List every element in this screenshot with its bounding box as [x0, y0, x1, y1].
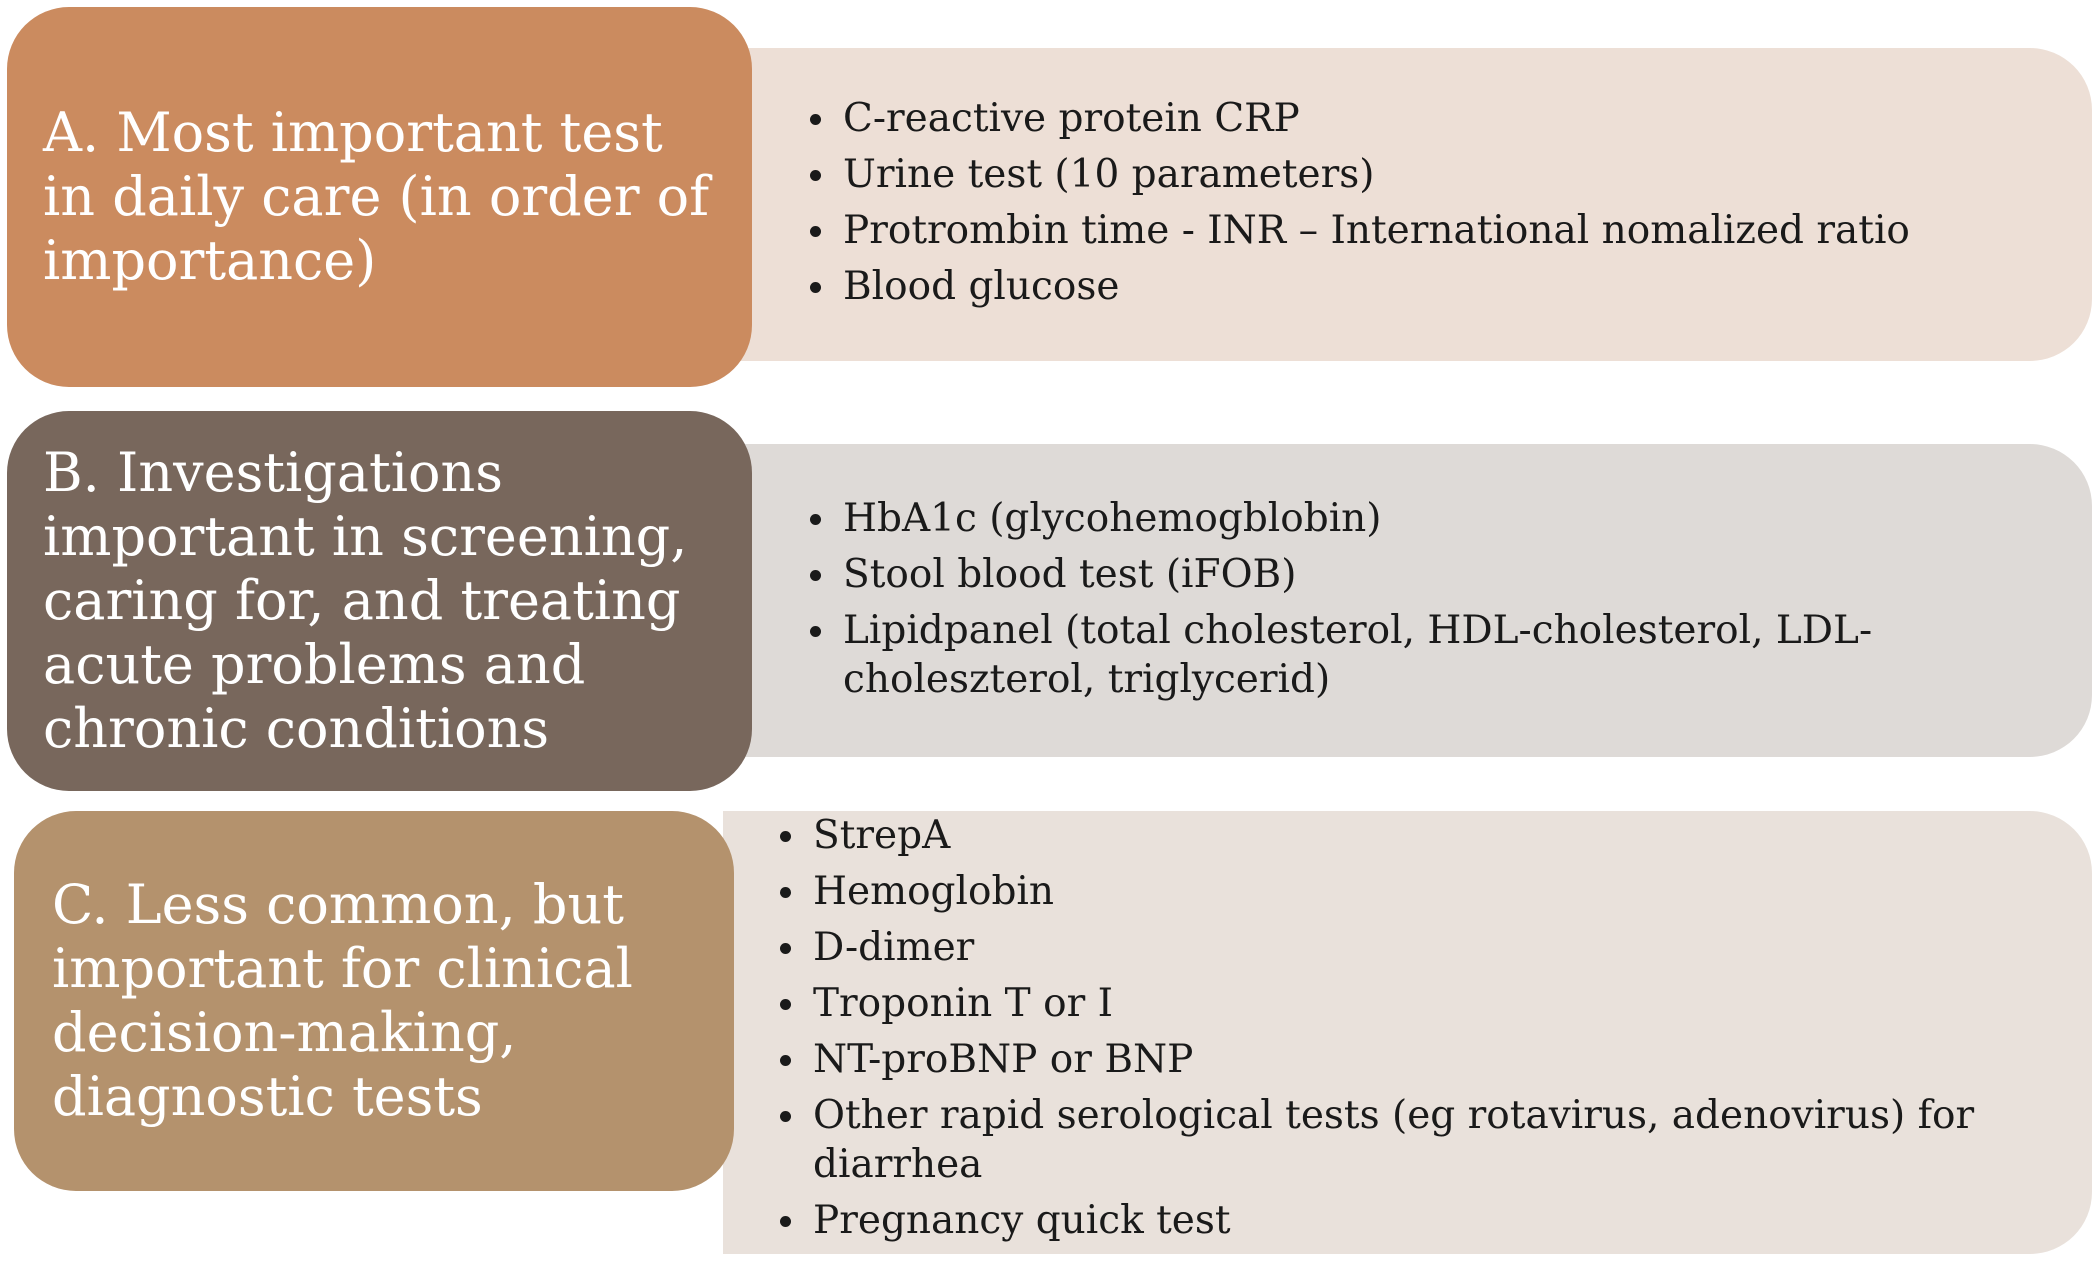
- list-item: Blood glucose: [805, 262, 2055, 311]
- list-item-text: D-dimer: [813, 925, 975, 970]
- list-item: Stool blood test (iFOB): [805, 550, 1905, 599]
- section-a-label: A. Most important test in daily care (in…: [43, 101, 710, 292]
- section-c-label-box: C. Less common, but important for clinic…: [14, 811, 734, 1191]
- list-item: Hemoglobin: [775, 867, 2025, 916]
- list-item-text: Pregnancy quick test: [813, 1198, 1231, 1243]
- list-item-text: Stool blood test (iFOB): [843, 552, 1297, 597]
- list-item-text: Other rapid serological tests (eg rotavi…: [813, 1093, 1975, 1187]
- section-b-label: B. Investigations important in screening…: [43, 441, 688, 760]
- list-item: Other rapid serological tests (eg rotavi…: [775, 1091, 2025, 1189]
- list-item: Pregnancy quick test: [775, 1196, 2025, 1245]
- list-item-text: HbA1c (glycohemogblobin): [843, 496, 1382, 541]
- list-item-text: Urine test (10 parameters): [843, 152, 1375, 197]
- list-item-text: StrepA: [813, 813, 951, 858]
- list-item: NT-proBNP or BNP: [775, 1035, 2025, 1084]
- section-a-label-box: A. Most important test in daily care (in…: [7, 7, 752, 387]
- list-item: Troponin T or I: [775, 979, 2025, 1028]
- list-item-text: Troponin T or I: [813, 981, 1114, 1026]
- list-item: HbA1c (glycohemogblobin): [805, 494, 1905, 543]
- section-c-list: StrepA Hemoglobin D-dimer Troponin T or …: [775, 811, 2025, 1252]
- section-b-panel: [740, 444, 2092, 757]
- list-item-text: Blood glucose: [843, 264, 1120, 309]
- list-item-text: Protrombin time - INR – International no…: [843, 208, 1910, 253]
- list-item-text: Hemoglobin: [813, 869, 1055, 914]
- section-a-panel: [740, 48, 2092, 361]
- list-item: C-reactive protein CRP: [805, 94, 2055, 143]
- section-b-list: HbA1c (glycohemogblobin) Stool blood tes…: [805, 494, 1905, 711]
- list-item: StrepA: [775, 811, 2025, 860]
- section-b-label-box: B. Investigations important in screening…: [7, 411, 752, 791]
- list-item-text: NT-proBNP or BNP: [813, 1037, 1194, 1082]
- list-item: Lipidpanel (total cholesterol, HDL-chole…: [805, 606, 1905, 704]
- list-item-text: Lipidpanel (total cholesterol, HDL-chole…: [843, 608, 1873, 702]
- list-item: Protrombin time - INR – International no…: [805, 206, 2055, 255]
- section-c-panel: [723, 811, 2092, 1254]
- list-item: Urine test (10 parameters): [805, 150, 2055, 199]
- section-a-list: C-reactive protein CRP Urine test (10 pa…: [805, 94, 2055, 318]
- section-c-label: C. Less common, but important for clinic…: [52, 873, 633, 1128]
- list-item-text: C-reactive protein CRP: [843, 96, 1300, 141]
- list-item: D-dimer: [775, 923, 2025, 972]
